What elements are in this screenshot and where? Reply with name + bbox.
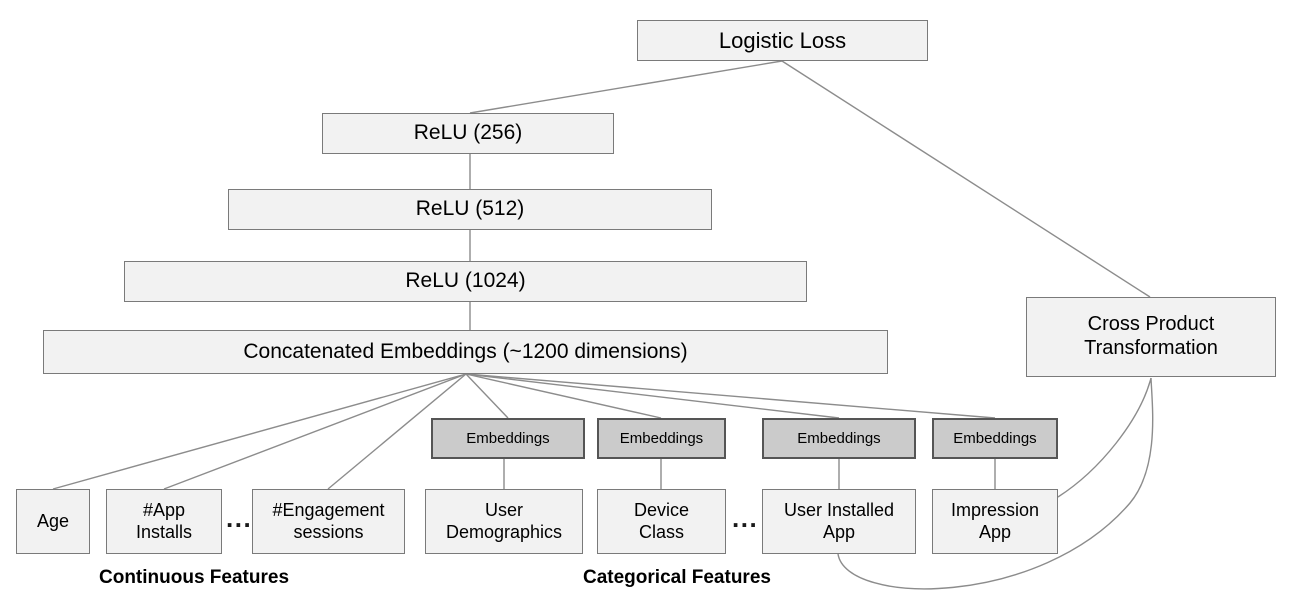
embeddings-user-demographics: Embeddings [431,418,585,459]
embeddings-user-installed-app-label: Embeddings [797,429,881,447]
feature-app-installs: #App Installs [106,489,222,554]
edge-cross-product-to-logistic-loss [781,60,1151,298]
label-categorical-features: Categorical Features [583,567,771,588]
embeddings-impression-app: Embeddings [932,418,1058,459]
feature-impression-app-label: Impression App [950,500,1040,542]
embeddings-user-installed-app: Embeddings [762,418,916,459]
feature-user-installed-app-label: User Installed App [783,500,895,542]
node-relu-256-label: ReLU (256) [413,121,523,145]
feature-user-demographics: User Demographics [425,489,583,554]
feature-user-installed-app: User Installed App [762,489,916,554]
node-concat-embeddings: Concatenated Embeddings (~1200 dimension… [43,330,888,374]
feature-impression-app: Impression App [932,489,1058,554]
node-relu-1024: ReLU (1024) [124,261,807,302]
feature-engagement-sessions: #Engagement sessions [252,489,405,554]
edge-concat-to-emb-user-demographics [465,373,509,419]
feature-age: Age [16,489,90,554]
node-relu-256: ReLU (256) [322,113,614,154]
edge-concat-to-app-installs [163,373,467,490]
label-continuous-features: Continuous Features [99,567,290,588]
embeddings-user-demographics-label: Embeddings [466,429,550,447]
edge-concat-to-emb-user-installed-app [465,373,840,419]
edge-user-installed-app-to-cross-product [837,377,1154,590]
feature-user-demographics-label: User Demographics [445,500,563,542]
node-logistic-loss-label: Logistic Loss [718,27,847,53]
edge-impression-app-to-cross-product [1057,377,1152,498]
node-concat-embeddings-label: Concatenated Embeddings (~1200 dimension… [243,339,688,363]
ellipsis-continuous: ... [226,503,253,533]
node-relu-512: ReLU (512) [228,189,712,230]
embeddings-impression-app-label: Embeddings [953,429,1037,447]
node-relu-1024-label: ReLU (1024) [405,269,526,293]
edge-concat-to-age [52,373,467,490]
embeddings-device-class: Embeddings [597,418,726,459]
node-relu-512-label: ReLU (512) [415,197,525,221]
feature-device-class: Device Class [597,489,726,554]
feature-app-installs-label: #App Installs [135,500,193,542]
node-cross-product-label: Cross Product Transformation [1084,313,1218,359]
embeddings-device-class-label: Embeddings [619,429,704,447]
edge-concat-to-emb-impression-app [465,373,996,419]
feature-device-class-label: Device Class [633,500,690,542]
ellipsis-categorical: ... [732,503,759,533]
node-cross-product: Cross Product Transformation [1026,297,1276,377]
node-logistic-loss: Logistic Loss [637,20,928,61]
edge-concat-to-emb-device-class [465,373,662,419]
edge-relu256-to-logistic-loss [469,60,783,114]
feature-age-label: Age [36,510,70,531]
feature-engagement-sessions-label: #Engagement sessions [272,500,385,542]
